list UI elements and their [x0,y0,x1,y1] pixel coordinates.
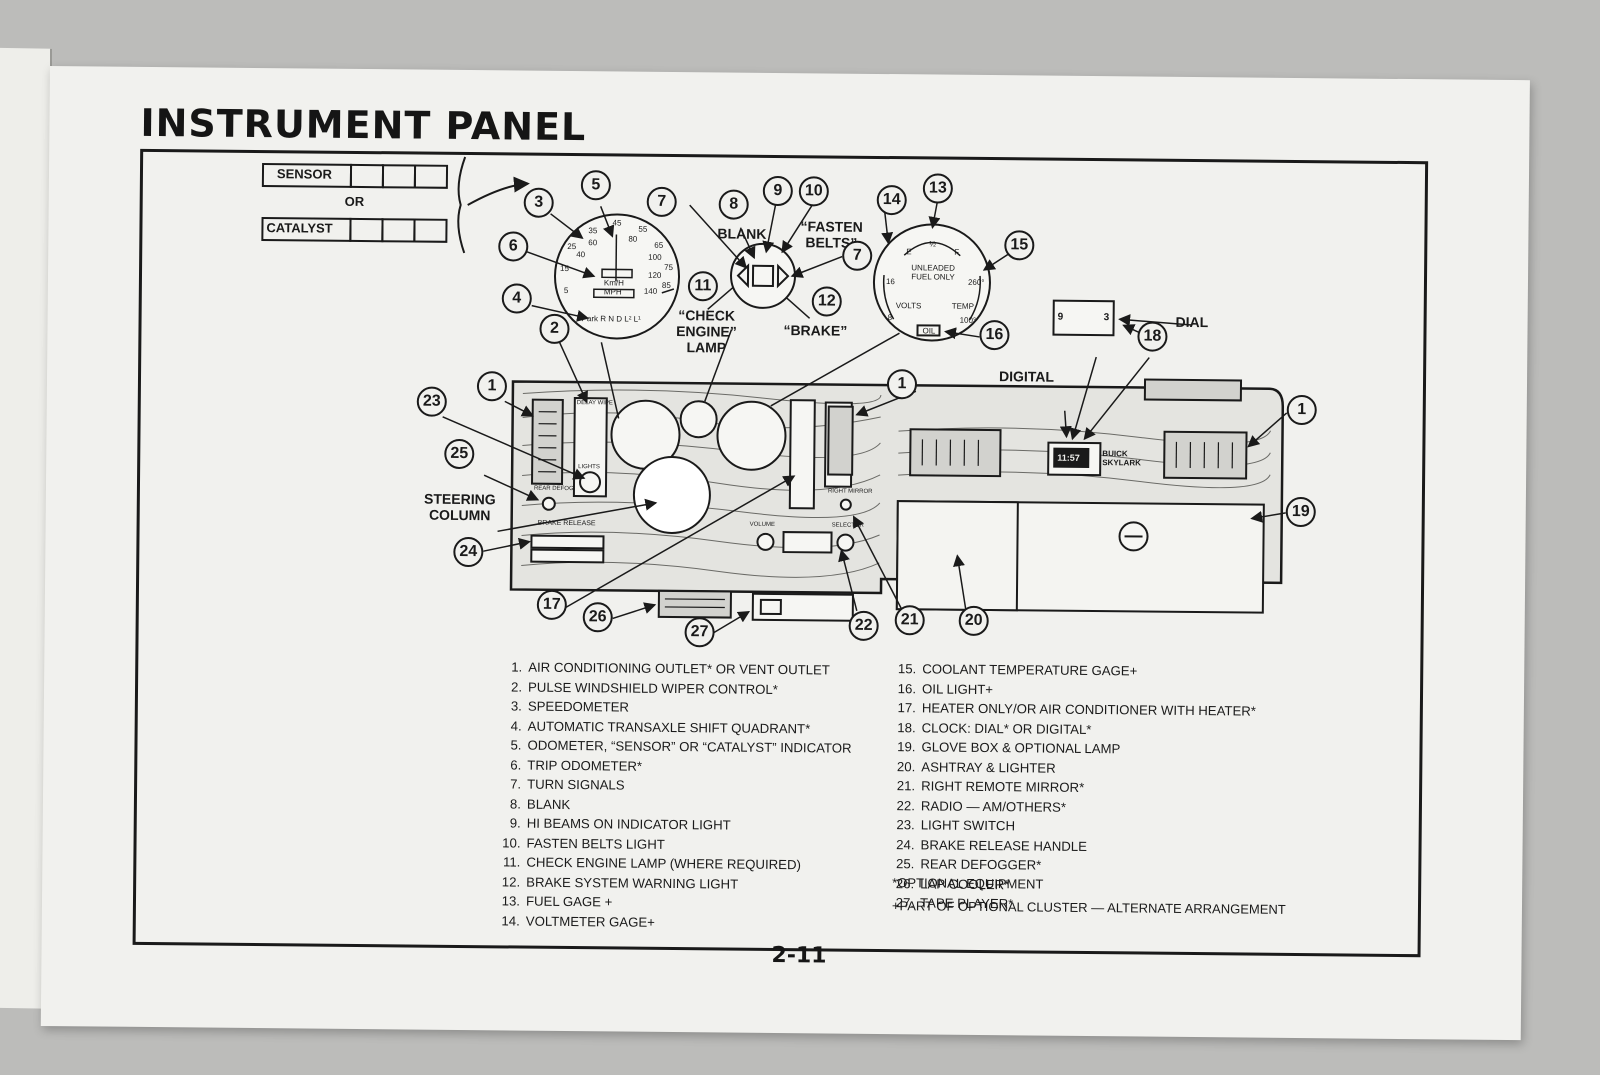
check-engine-label: “CHECK ENGINE” LAMP [676,307,737,356]
clock-dial-tick: 9 [1057,311,1064,323]
callout-9: 9 [762,175,793,207]
speedometer-mph-tick: 45 [612,218,622,228]
speedometer-mph-tick: 15 [560,263,570,273]
shift-quadrant-label: Park R N D L² L¹ [581,314,641,324]
fuel-tick: ½ [929,239,937,249]
buick-skylark-label: BUICK SKYLARK [1102,449,1141,468]
legend-item: 7.TURN SIGNALS [510,776,625,793]
oil-light-label: OIL [922,326,936,336]
callout-8: 8 [718,189,749,220]
legend-item: 5.ODOMETER, “SENSOR” OR “CATALYST” INDIC… [510,737,852,756]
page-title: INSTRUMENT PANEL [140,100,587,150]
callout-7: 7 [842,240,873,271]
speedometer-kmh-tick: 80 [628,234,638,244]
or-label: OR [344,193,365,210]
callout-1: 1 [886,369,918,400]
speedometer-kmh-tick: 100 [648,252,662,262]
clock-dial-tick: 3 [1103,312,1110,324]
legend-left-list: 1.AIR CONDITIONING OUTLET* OR VENT OUTLE… [498,657,853,933]
legend-item: 1.AIR CONDITIONING OUTLET* OR VENT OUTLE… [511,659,830,678]
callout-26: 26 [582,602,613,633]
legend-item: 9.HI BEAMS ON INDICATOR LIGHT [509,815,731,833]
optional-equipment-note: *OPTIONAL EQUIPMENT [892,875,1044,892]
lights-label: LIGHTS [578,464,600,471]
digital-clock-time: 11:57 [1057,452,1080,463]
legend-item: 3.SPEEDOMETER [510,698,630,715]
footnotes: *OPTIONAL EQUIPMENT +PART OF OPTIONAL CL… [892,875,1286,917]
callout-21: 21 [894,605,925,636]
fuel-tick: E [906,247,912,257]
callout-4: 4 [501,283,532,314]
volt-tick: 16 [885,277,895,287]
legend-item: 11.CHECK ENGINE LAMP (WHERE REQUIRED) [502,854,801,873]
speedometer-kmh-tick: 40 [576,250,586,260]
dial-label: DIAL [1175,313,1209,331]
callout-10: 10 [798,176,829,207]
callout-1: 1 [1286,394,1317,426]
speedometer-kmh-tick: 60 [588,238,598,248]
speedometer-mph-tick: 55 [638,224,648,234]
manual-page: INSTRUMENT PANEL [40,66,1530,1041]
selector-label: SELECTOR [831,522,864,529]
callout-18: 18 [1137,321,1168,352]
callout-24: 24 [453,536,484,568]
fuel-label: UNLEADED FUEL ONLY [911,263,955,282]
temp-tick: 100° [959,315,977,325]
callout-14: 14 [876,184,907,216]
speedometer-mph-tick: 85 [661,280,671,290]
page-number: 2-11 [771,942,827,969]
callout-20: 20 [958,605,989,637]
volume-label: VOLUME [749,521,776,528]
callout-27: 27 [684,617,715,648]
callout-12: 12 [811,286,842,317]
callout-2: 2 [539,313,570,344]
right-mirror-label: RIGHT MIRROR [827,488,873,495]
speedometer-mph-tick: 65 [654,240,664,250]
callout-6: 6 [498,231,529,262]
callout-17: 17 [536,589,567,620]
callout-19: 19 [1285,496,1316,528]
speedometer-units: Km/H MPH [603,278,624,297]
callout-23: 23 [416,386,447,417]
callout-1: 1 [476,371,508,402]
rear-defog-label: REAR DEFOG [533,485,574,493]
legend-item: 13.FUEL GAGE + [501,893,613,910]
temp-tick: 260° [967,277,985,287]
callout-25: 25 [444,438,475,470]
brake-release-label: BRAKE RELEASE [537,519,596,528]
catalyst-label: CATALYST [266,220,333,236]
instrument-panel-illustration [261,156,1288,635]
speedometer-kmh-tick: 120 [647,270,662,280]
diagram-frame: SENSOR OR CATALYST 5 15 25 35 45 55 65 7… [132,148,1429,958]
callout-13: 13 [922,173,954,204]
speedometer-kmh-tick: 140 [643,286,658,296]
callout-7: 7 [646,186,677,218]
callout-16: 16 [979,319,1010,351]
legend-item: 14.VOLTMETER GAGE+ [501,912,655,930]
delay-wipe-label: DELAY WIPE [576,400,613,407]
temp-label: TEMP [951,301,975,311]
speedometer-mph-tick: 35 [588,226,598,236]
digital-label: DIGITAL [998,368,1055,385]
steering-column-label: STEERING COLUMN [423,490,496,524]
sensor-label: SENSOR [276,166,332,182]
speedometer-mph-tick: 25 [567,241,577,252]
blank-label: BLANK [717,225,767,242]
volts-label: VOLTS [895,301,922,311]
volt-tick: 8 [887,313,893,323]
speedometer-mph-tick: 5 [563,285,569,295]
callout-3: 3 [523,187,554,218]
callout-5: 5 [580,170,612,201]
callout-22: 22 [848,610,879,641]
brake-label: “BRAKE” [783,322,848,339]
callout-11: 11 [687,271,719,302]
callout-15: 15 [1004,230,1035,261]
speedometer-mph-tick: 75 [664,262,674,272]
fuel-tick: F [954,247,960,257]
